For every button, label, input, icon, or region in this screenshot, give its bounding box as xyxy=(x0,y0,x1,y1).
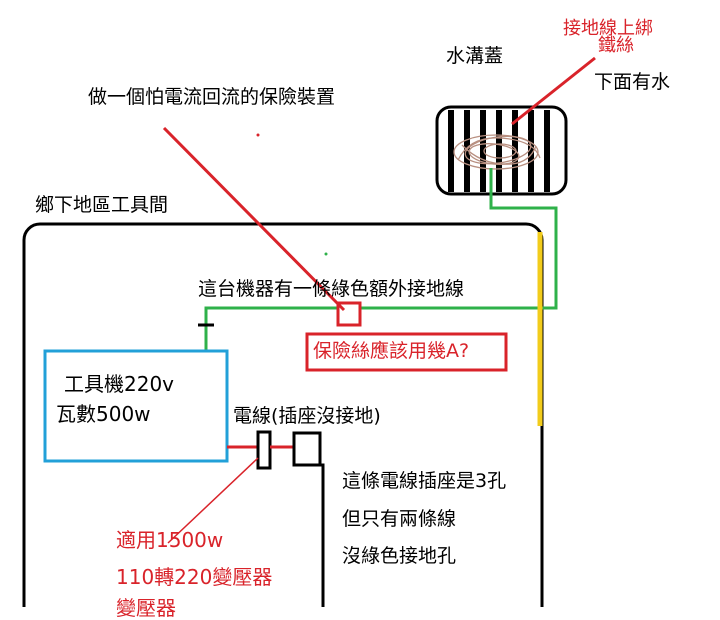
pointer-transformer xyxy=(167,457,259,544)
fuse-question-box xyxy=(305,332,508,372)
label-machine-name: 工具機220v xyxy=(64,372,175,396)
label-plug-3pin: 這條電線插座是3孔 xyxy=(342,470,507,492)
label-tool-room: 鄉下地區工具間 xyxy=(35,194,169,216)
socket-cable xyxy=(309,463,325,607)
label-drain-cover: 水溝蓋 xyxy=(446,45,504,67)
label-iron-wire: 鐵絲 xyxy=(598,35,634,56)
label-protection-device: 做一個怕電流回流的保險裝置 xyxy=(88,86,336,108)
drain-cover-grate xyxy=(435,105,568,196)
green-ground-wire xyxy=(204,168,558,351)
wiring-diagram xyxy=(22,56,596,607)
pointer-iron-wire xyxy=(511,56,596,126)
stray-dot-red xyxy=(256,133,260,137)
pointer-protection-device xyxy=(162,126,346,312)
label-extra-ground: 這台機器有一條綠色額外接地線 xyxy=(198,278,465,300)
label-transformer-type: 110轉220變壓器 xyxy=(116,565,273,589)
socket xyxy=(292,431,322,467)
label-water-below: 下面有水 xyxy=(594,71,671,93)
plug xyxy=(256,430,272,470)
label-no-ground-hole: 沒綠色接地孔 xyxy=(342,545,457,567)
label-ground-wire-tie: 接地線上綁 xyxy=(563,18,653,39)
label-cord-note: 電線(插座沒接地) xyxy=(233,405,381,427)
iron-wire-coil xyxy=(453,134,541,170)
tool-machine-box xyxy=(43,349,229,463)
tool-room-outline xyxy=(22,222,544,607)
stray-dot-green xyxy=(324,252,328,256)
label-machine-watt: 瓦數500w xyxy=(56,402,151,426)
label-cut-off: 變壓器 xyxy=(116,596,176,620)
label-two-wires: 但只有兩條線 xyxy=(342,508,457,530)
label-fuse-question: 保險絲應該用幾A? xyxy=(313,340,470,362)
label-transformer-rating: 適用1500w xyxy=(116,528,224,552)
